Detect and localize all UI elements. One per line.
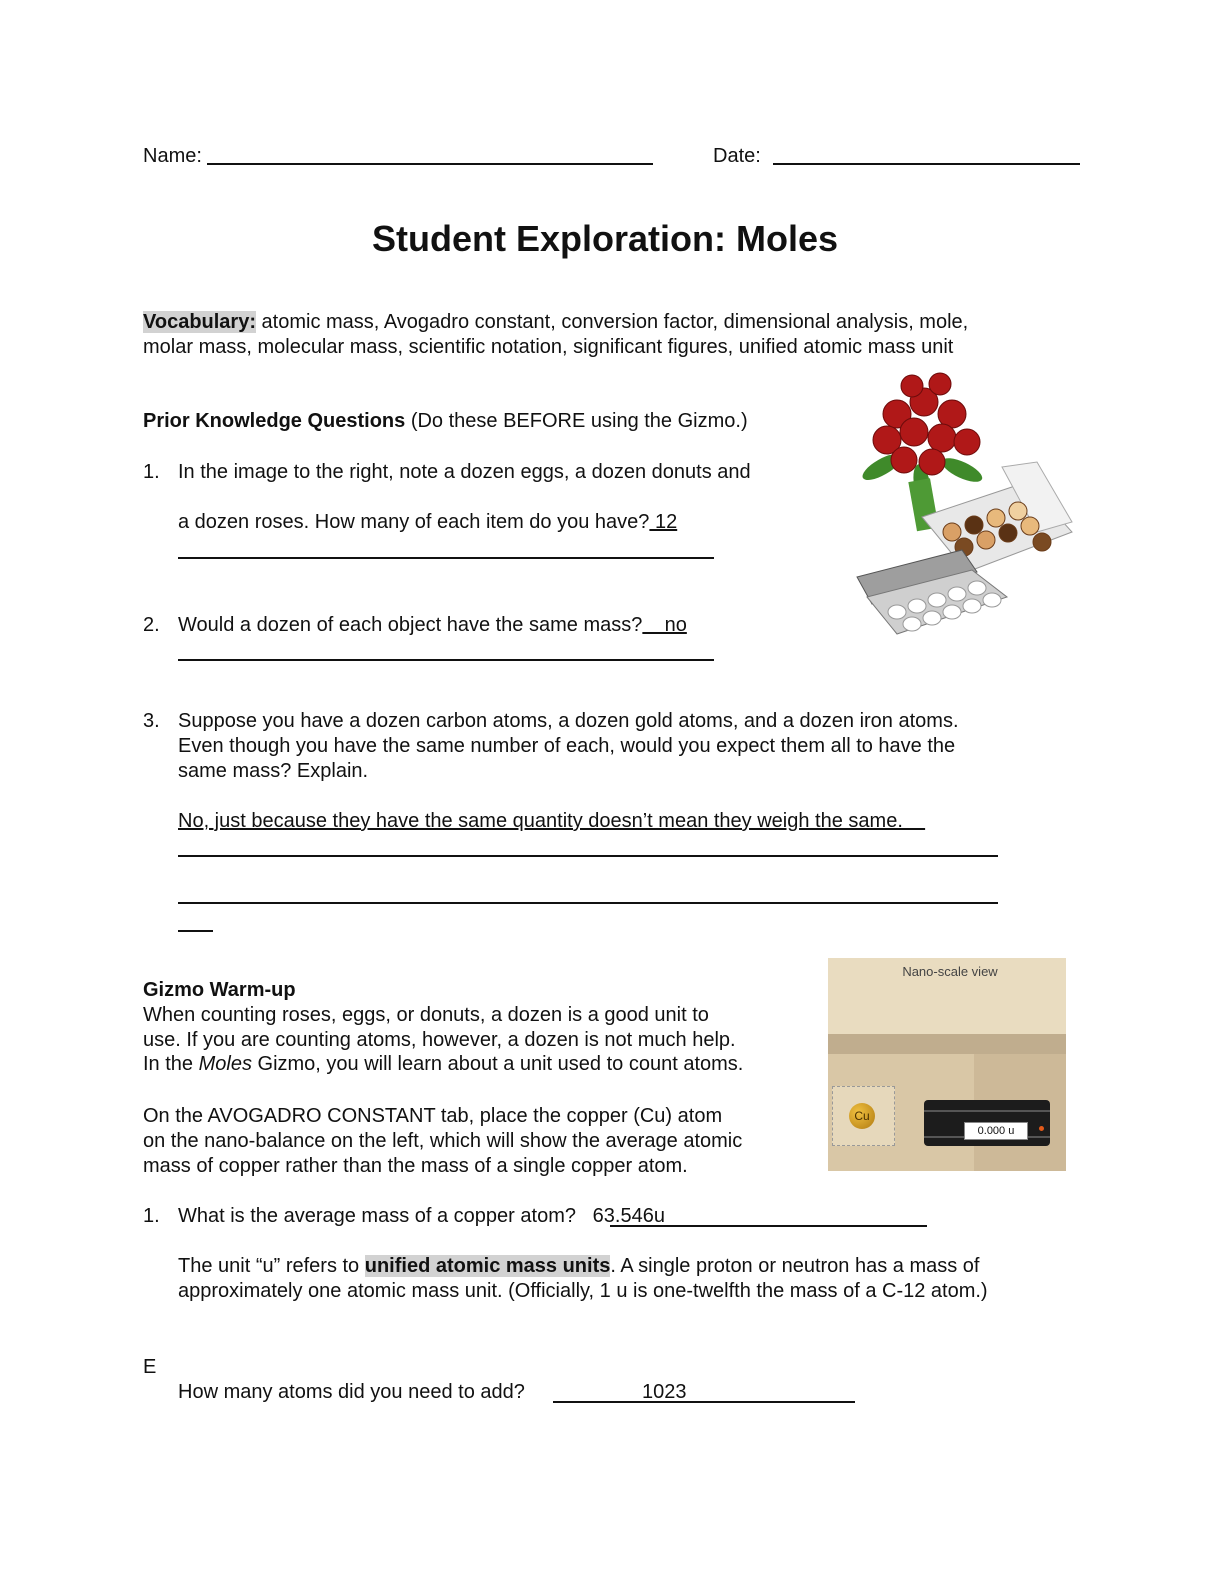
warmup-heading: Gizmo Warm-up xyxy=(143,979,296,1001)
q3-text-line-2: Even though you have the same number of … xyxy=(178,735,956,757)
unit-explanation-line-2: approximately one atomic mass unit. (Off… xyxy=(178,1280,988,1302)
warmup-p1-text-a: In the xyxy=(143,1053,199,1075)
q1-text-line-2: a dozen roses. How many of each item do … xyxy=(178,510,677,534)
q3-answer-line-2[interactable] xyxy=(178,855,998,857)
warmup-q1-question: What is the average mass of a copper ato… xyxy=(178,1205,576,1227)
balance-indicator-light xyxy=(1039,1126,1044,1131)
nano-scale-view-label: Nano-scale view xyxy=(902,964,998,979)
q1-text-line-1: In the image to the right, note a dozen … xyxy=(178,461,751,483)
unit-term: unified atomic mass units xyxy=(364,1255,611,1277)
warmup-p1-line-1: When counting roses, eggs, or donuts, a … xyxy=(143,1004,709,1026)
warmup-p1-text-b: Gizmo, you will learn about a unit used … xyxy=(251,1053,744,1075)
warmup-p1-line-2: use. If you are counting atoms, however,… xyxy=(143,1029,736,1051)
name-label: Name: xyxy=(143,145,202,167)
warmup-p2-line-1: On the AVOGADRO CONSTANT tab, place the … xyxy=(143,1105,723,1127)
vocabulary-line-1: Vocabulary: atomic mass, Avogadro consta… xyxy=(143,310,968,334)
name-field[interactable] xyxy=(207,163,653,165)
e-label: E xyxy=(143,1356,157,1378)
q3-text-line-3: same mass? Explain. xyxy=(178,760,369,782)
q2-answer-line[interactable] xyxy=(178,659,714,661)
q2-answer[interactable]: no xyxy=(642,614,687,636)
warmup-q1-answer-line[interactable] xyxy=(610,1225,927,1227)
copper-atom[interactable]: Cu xyxy=(849,1103,875,1129)
q1-question: a dozen roses. How many of each item do … xyxy=(178,511,650,533)
warmup-q2-text: How many atoms did you need to add? xyxy=(178,1381,525,1403)
gizmo-name: Moles xyxy=(198,1053,252,1075)
nano-balance[interactable]: 0.000 u xyxy=(924,1100,1050,1146)
prior-heading-note: (Do these BEFORE using the Gizmo.) xyxy=(405,410,748,432)
q2-text: Would a dozen of each object have the sa… xyxy=(178,613,687,637)
balance-readout: 0.000 u xyxy=(964,1122,1028,1140)
page-title: Student Exploration: Moles xyxy=(371,218,838,259)
atom-tray: Cu xyxy=(832,1086,895,1146)
date-label: Date: xyxy=(713,145,761,167)
warmup-q1-answer[interactable]: 63.546u xyxy=(575,1205,665,1227)
roses-donuts-eggs-image xyxy=(856,372,1073,635)
gizmo-nano-scale-panel: Nano-scale view Cu 0.000 u xyxy=(828,958,1066,1171)
vocabulary-line-2: molar mass, molecular mass, scientific n… xyxy=(143,336,954,358)
date-field[interactable] xyxy=(773,163,1080,165)
q3-answer[interactable]: No, just because they have the same quan… xyxy=(178,810,926,832)
unit-text-b: . A single proton or neutron has a mass … xyxy=(610,1255,980,1277)
warmup-p2-line-3: mass of copper rather than the mass of a… xyxy=(143,1155,688,1177)
donuts-icon xyxy=(921,461,1073,573)
panel-shelf xyxy=(828,1034,1066,1054)
eggs-icon xyxy=(856,549,1009,635)
warmup-q1-number: 1. xyxy=(143,1205,160,1227)
prior-heading-text: Prior Knowledge Questions xyxy=(143,410,406,432)
vocabulary-label: Vocabulary: xyxy=(143,311,256,333)
warmup-q1-text: What is the average mass of a copper ato… xyxy=(178,1204,665,1228)
prior-knowledge-heading: Prior Knowledge Questions (Do these BEFO… xyxy=(143,409,748,433)
warmup-q2-answer-line[interactable] xyxy=(553,1401,855,1403)
unit-explanation-line-1: The unit “u” refers to unified atomic ma… xyxy=(178,1254,979,1278)
q1-number: 1. xyxy=(143,461,160,483)
q2-number: 2. xyxy=(143,614,160,636)
warmup-p2-line-2: on the nano-balance on the left, which w… xyxy=(143,1130,743,1152)
q1-answer[interactable]: 12 xyxy=(649,511,678,533)
q3-answer-line-3[interactable] xyxy=(178,902,998,904)
q3-answer-line-4[interactable] xyxy=(178,930,213,932)
warmup-p1-line-3: In the Moles Gizmo, you will learn about… xyxy=(143,1052,743,1076)
q1-answer-line[interactable] xyxy=(178,557,714,559)
vocabulary-terms-1: atomic mass, Avogadro constant, conversi… xyxy=(256,311,969,333)
unit-text-a: The unit “u” refers to xyxy=(178,1255,365,1277)
balance-stripe-1 xyxy=(924,1110,1050,1112)
q3-number: 3. xyxy=(143,710,160,732)
q2-question: Would a dozen of each object have the sa… xyxy=(178,614,643,636)
warmup-q2-answer[interactable]: 1023 xyxy=(642,1381,687,1403)
q3-text-line-1: Suppose you have a dozen carbon atoms, a… xyxy=(178,710,959,732)
